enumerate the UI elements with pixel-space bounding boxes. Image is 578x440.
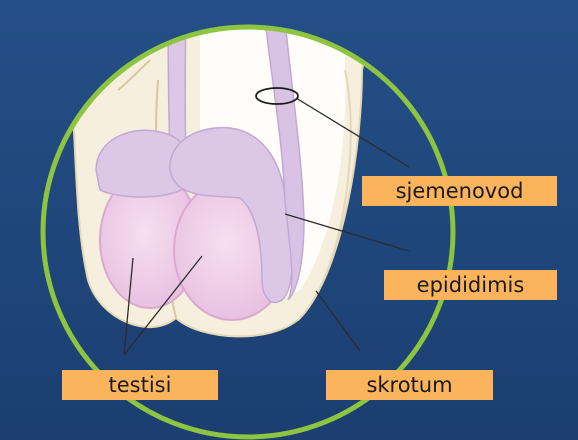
anatomy-illustration xyxy=(60,0,380,336)
label-testisi: testisi xyxy=(62,370,218,400)
label-skrotum: skrotum xyxy=(326,370,493,400)
label-epididimis: epididimis xyxy=(384,270,557,300)
leader-line-skrotum xyxy=(316,291,360,351)
label-sjemenovod: sjemenovod xyxy=(362,176,557,206)
left-spermatic-cord xyxy=(168,0,186,150)
